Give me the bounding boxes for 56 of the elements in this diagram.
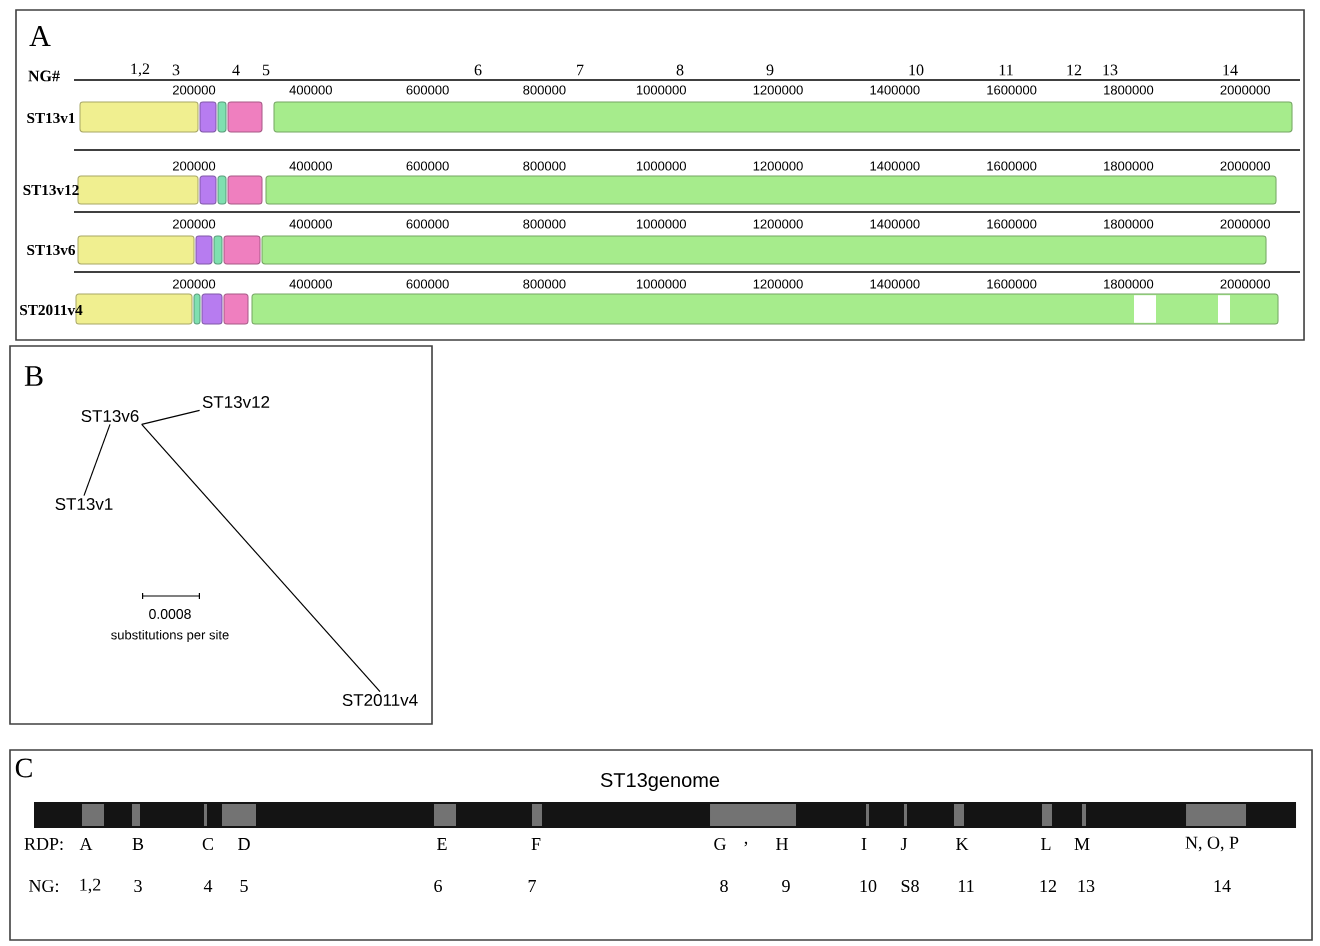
ng-number: 4 bbox=[232, 64, 240, 76]
ng-number: 1,2 bbox=[131, 63, 150, 77]
tree-leaf-label: ST13v1 bbox=[55, 498, 113, 510]
ng-label: 4 bbox=[203, 880, 213, 892]
ng-number: 5 bbox=[262, 64, 270, 76]
ng-label: S8 bbox=[901, 879, 919, 893]
ng-label: 12 bbox=[1040, 880, 1056, 892]
panel-letter: C bbox=[15, 758, 32, 778]
tree-branch bbox=[141, 423, 381, 693]
genome-title: ST13genome bbox=[600, 772, 720, 792]
ng-label: 11 bbox=[958, 880, 974, 892]
ng-label: 13 bbox=[1078, 879, 1095, 893]
ng-number: 11 bbox=[999, 64, 1013, 76]
region-label: D bbox=[238, 838, 250, 850]
ng-number: 14 bbox=[1223, 64, 1238, 76]
region-label: E bbox=[437, 838, 447, 850]
ng-number: 13 bbox=[1103, 64, 1118, 76]
region-label: I bbox=[861, 838, 867, 850]
ng-label: 9 bbox=[782, 879, 790, 893]
ng-label: 8 bbox=[720, 879, 728, 893]
ng-number: 7 bbox=[577, 64, 584, 76]
region-label: F bbox=[531, 838, 541, 850]
ng-label: 3 bbox=[134, 879, 142, 893]
region-label: G bbox=[714, 837, 726, 851]
ng-number: 9 bbox=[766, 64, 774, 76]
ng-number: 8 bbox=[676, 64, 684, 76]
tree-branch bbox=[83, 423, 111, 497]
ng-label: 1,2 bbox=[80, 878, 101, 894]
ng-label: 6 bbox=[434, 879, 442, 893]
region-label: B bbox=[132, 838, 144, 850]
panel-letter: A bbox=[29, 26, 51, 46]
tree-branch bbox=[141, 409, 201, 426]
ng-number: 6 bbox=[474, 64, 482, 76]
ng-label: 14 bbox=[1214, 880, 1231, 892]
region-label: H bbox=[776, 838, 788, 850]
region-label: J bbox=[900, 838, 908, 850]
region-label: C bbox=[202, 837, 213, 851]
region-label: N, O, P bbox=[1185, 836, 1239, 852]
tree-leaf-label: ST2011v4 bbox=[342, 694, 418, 706]
region-label: M bbox=[1074, 838, 1090, 850]
ng-number: 10 bbox=[909, 64, 924, 76]
tree-leaf-label: ST13v6 bbox=[81, 410, 139, 422]
region-label: K bbox=[956, 838, 969, 850]
region-label: L bbox=[1041, 838, 1051, 850]
ng-number: 12 bbox=[1067, 64, 1082, 76]
ng-label: 5 bbox=[240, 880, 248, 892]
region-label: A bbox=[79, 838, 93, 850]
region-label: RDP: bbox=[24, 838, 63, 851]
ng-number: 3 bbox=[172, 64, 180, 76]
panel-letter: B bbox=[24, 366, 43, 386]
ng-label: NG: bbox=[29, 879, 59, 893]
ng-label: 10 bbox=[860, 879, 877, 893]
tree-leaf-label: ST13v12 bbox=[202, 396, 270, 408]
region-label: , bbox=[744, 841, 748, 847]
ng-label: 7 bbox=[528, 880, 536, 892]
axis-label: NG# bbox=[28, 70, 60, 82]
